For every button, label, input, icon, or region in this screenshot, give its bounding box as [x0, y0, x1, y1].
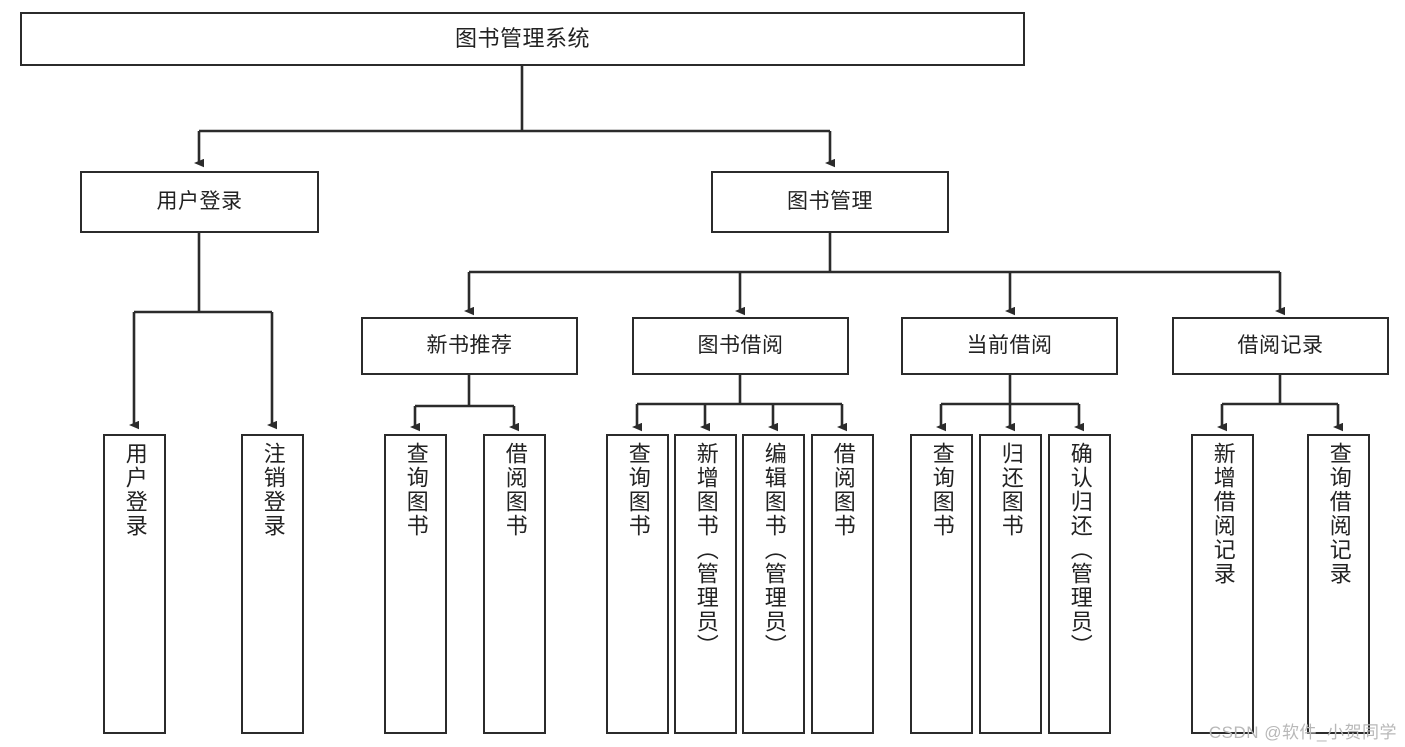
leaf-borrow-book-new-book[interactable]: 借阅图书 [483, 434, 546, 734]
node-label: 借阅图书 [502, 442, 528, 538]
leaf-edit-book-admin[interactable]: 编辑图书（管理员） [742, 434, 805, 734]
leaf-query-book-new-book[interactable]: 查询图书 [384, 434, 447, 734]
node-label: 用户登录 [156, 189, 243, 213]
leaf-add-book-admin[interactable]: 新增图书（管理员） [674, 434, 737, 734]
node-borrowing-record[interactable]: 借阅记录 [1172, 317, 1389, 375]
node-root-book-management-system[interactable]: 图书管理系统 [20, 12, 1025, 66]
node-label: 新增图书（管理员） [693, 442, 719, 658]
node-book-management[interactable]: 图书管理 [711, 171, 949, 233]
leaf-confirm-return-admin[interactable]: 确认归还（管理员） [1048, 434, 1111, 734]
node-label: 新书推荐 [426, 333, 513, 357]
node-label: 用户登录 [122, 442, 148, 538]
node-label: 新增借阅记录 [1210, 442, 1236, 586]
node-label: 注销登录 [260, 442, 286, 538]
leaf-logout-login[interactable]: 注销登录 [241, 434, 304, 734]
node-label: 查询借阅记录 [1326, 442, 1352, 586]
leaf-return-book[interactable]: 归还图书 [979, 434, 1042, 734]
node-label: 查询图书 [625, 442, 651, 538]
leaf-user-login[interactable]: 用户登录 [103, 434, 166, 734]
leaf-borrow-book-borrowing[interactable]: 借阅图书 [811, 434, 874, 734]
node-label: 查询图书 [929, 442, 955, 538]
leaf-add-borrowing-record[interactable]: 新增借阅记录 [1191, 434, 1254, 734]
node-user-login[interactable]: 用户登录 [80, 171, 319, 233]
node-label: 借阅图书 [830, 442, 856, 538]
node-label: 当前借阅 [966, 333, 1053, 357]
watermark: CSDN @软件_小贺同学 [1208, 723, 1397, 742]
leaf-query-book-borrowing[interactable]: 查询图书 [606, 434, 669, 734]
node-label: 图书管理 [787, 189, 873, 213]
node-book-borrowing[interactable]: 图书借阅 [632, 317, 849, 375]
node-current-borrowing[interactable]: 当前借阅 [901, 317, 1118, 375]
node-label: 图书借阅 [697, 333, 784, 357]
node-label: 查询图书 [403, 442, 429, 538]
node-label: 借阅记录 [1237, 333, 1324, 357]
node-label: 图书管理系统 [454, 26, 590, 52]
leaf-query-borrowing-record[interactable]: 查询借阅记录 [1307, 434, 1370, 734]
node-label: 编辑图书（管理员） [761, 442, 787, 658]
node-label: 归还图书 [998, 442, 1024, 538]
leaf-query-book-current[interactable]: 查询图书 [910, 434, 973, 734]
node-new-book-recommendation[interactable]: 新书推荐 [361, 317, 578, 375]
node-label: 确认归还（管理员） [1067, 442, 1093, 658]
